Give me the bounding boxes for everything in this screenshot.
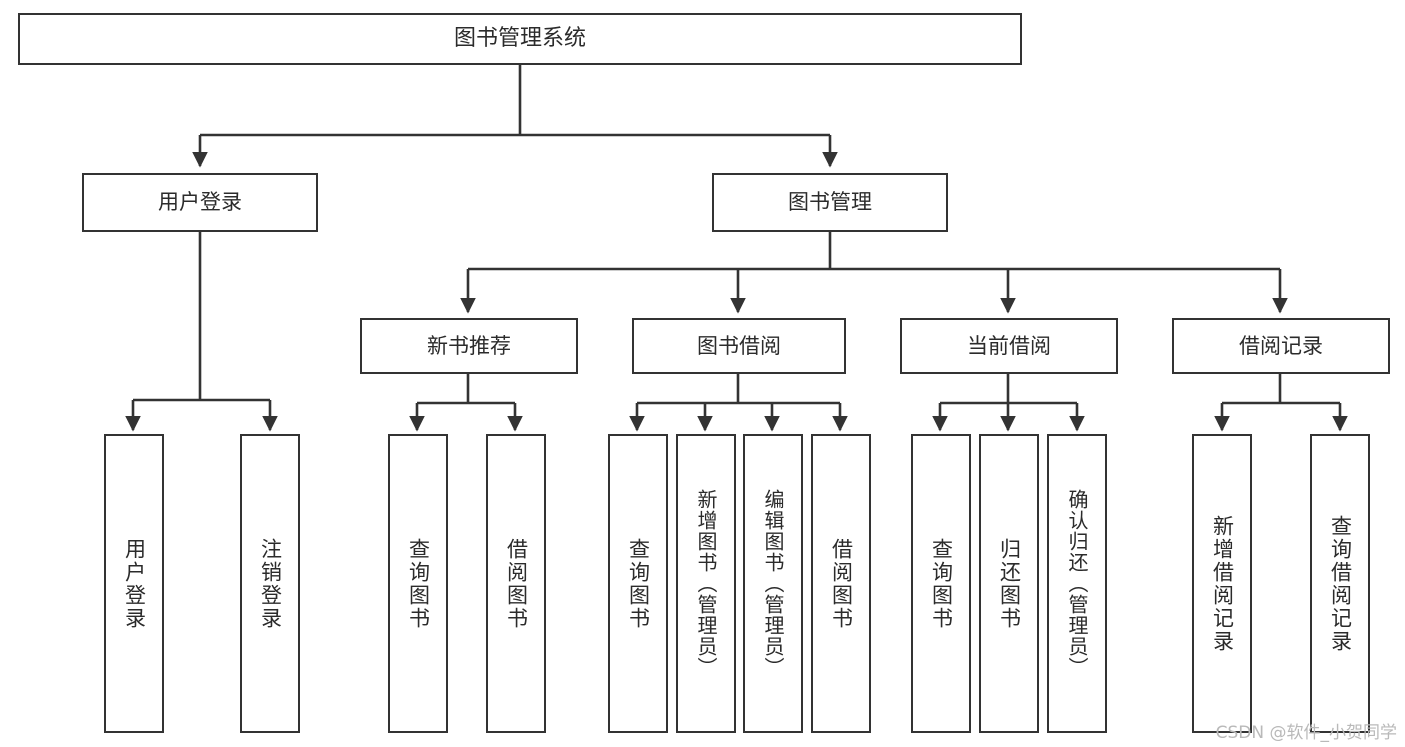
node-label: 查询图书 [406,537,431,630]
node-user-login[interactable]: 用户登录 [82,173,318,232]
node-root-book-management-system[interactable]: 图书管理系统 [18,13,1022,65]
node-label: 确认归还（管理员） [1065,489,1089,678]
node-leaf-query-borrow-record[interactable]: 查询借阅记录 [1310,434,1370,733]
node-leaf-query-book-2[interactable]: 查询图书 [608,434,668,733]
node-label: 借阅图书 [829,537,854,630]
node-leaf-add-borrow-record[interactable]: 新增借阅记录 [1192,434,1252,733]
node-label: 当前借阅 [967,333,1051,358]
node-label: 用户登录 [158,190,242,215]
node-label: 查询图书 [929,537,954,630]
node-label: 新书推荐 [427,333,511,358]
node-label: 编辑图书（管理员） [761,489,785,678]
node-label: 借阅记录 [1239,333,1323,358]
node-leaf-add-book-admin[interactable]: 新增图书（管理员） [676,434,736,733]
node-label: 注销登录 [258,537,283,630]
node-borrow-record[interactable]: 借阅记录 [1172,318,1390,374]
node-current-borrow[interactable]: 当前借阅 [900,318,1118,374]
node-label: 新增图书（管理员） [694,489,718,678]
node-label: 归还图书 [997,537,1022,630]
node-label: 图书借阅 [697,333,781,358]
node-leaf-query-book-3[interactable]: 查询图书 [911,434,971,733]
watermark: CSDN @软件_小贺同学 [1215,723,1397,743]
node-label: 图书管理 [788,190,872,215]
node-leaf-query-book-1[interactable]: 查询图书 [388,434,448,733]
node-leaf-user-login[interactable]: 用户登录 [104,434,164,733]
node-new-book-recommendation[interactable]: 新书推荐 [360,318,578,374]
node-label: 查询图书 [626,537,651,630]
node-leaf-borrow-book-2[interactable]: 借阅图书 [811,434,871,733]
node-leaf-return-book[interactable]: 归还图书 [979,434,1039,733]
node-leaf-confirm-return-admin[interactable]: 确认归还（管理员） [1047,434,1107,733]
node-leaf-borrow-book-1[interactable]: 借阅图书 [486,434,546,733]
node-book-management[interactable]: 图书管理 [712,173,948,232]
node-label: 新增借阅记录 [1210,514,1235,653]
node-leaf-edit-book-admin[interactable]: 编辑图书（管理员） [743,434,803,733]
node-leaf-logout[interactable]: 注销登录 [240,434,300,733]
node-label: 查询借阅记录 [1328,514,1353,653]
node-label: 借阅图书 [504,537,529,630]
node-label: 用户登录 [122,537,147,630]
node-label: 图书管理系统 [453,26,586,52]
node-book-borrow[interactable]: 图书借阅 [632,318,846,374]
